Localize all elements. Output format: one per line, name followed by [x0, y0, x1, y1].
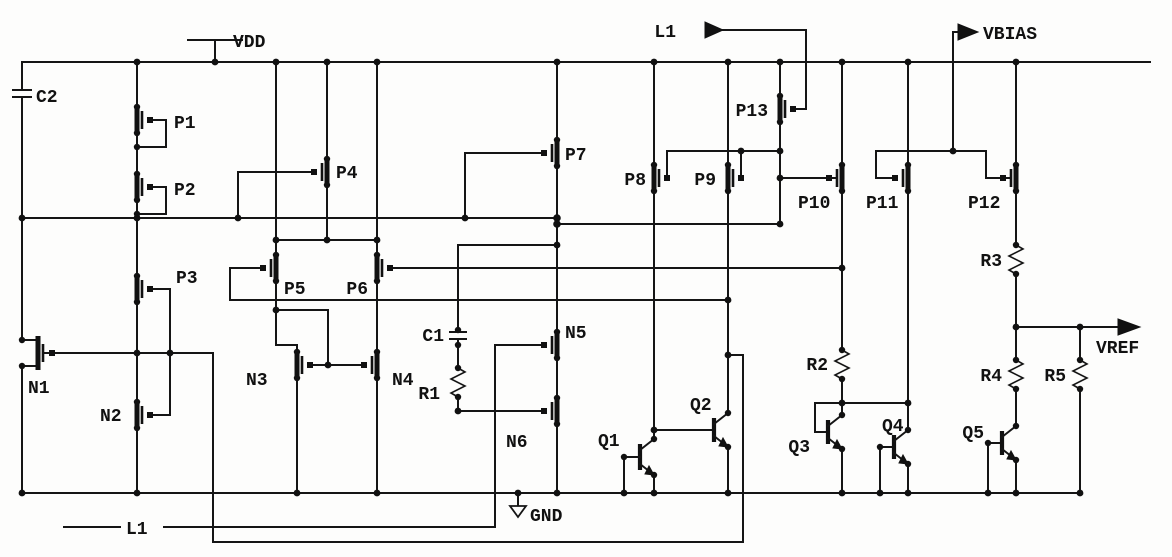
gnd-label: GND	[530, 507, 563, 527]
q3-label: Q3	[788, 438, 810, 458]
junction-dots	[18, 58, 1084, 497]
r4-label: R4	[980, 367, 1002, 387]
power-rails	[21, 39, 1151, 507]
vref-arrow-icon	[1117, 318, 1142, 336]
p12-label: P12	[968, 194, 1000, 214]
ground-symbol-icon	[508, 505, 528, 519]
p13-label: P13	[736, 102, 768, 122]
q4-label: Q4	[882, 417, 904, 437]
n3-label: N3	[246, 371, 268, 391]
p11-label: P11	[866, 194, 899, 214]
vbias-label: VBIAS	[983, 25, 1037, 45]
p1-label: P1	[174, 114, 196, 134]
l1-bottom-label: L1	[126, 520, 148, 540]
n1-label: N1	[28, 379, 50, 399]
vref-label: VREF	[1096, 339, 1139, 359]
p5-label: P5	[284, 280, 306, 300]
q2-label: Q2	[690, 396, 712, 416]
n2-label: N2	[100, 407, 122, 427]
c2-label: C2	[36, 88, 58, 108]
r3-label: R3	[980, 252, 1002, 272]
p10-label: P10	[798, 194, 830, 214]
c1-label: C1	[422, 327, 444, 347]
mosfet-gate-bars	[41, 100, 1013, 424]
p9-label: P9	[694, 171, 716, 191]
l1-top-label: L1	[654, 23, 676, 43]
mosfet-channel-bars	[35, 96, 1019, 428]
r5-label: R5	[1044, 367, 1066, 387]
l1-flag-icon	[704, 21, 725, 39]
n4-label: N4	[392, 371, 414, 391]
p4-label: P4	[336, 164, 358, 184]
bjt-symbols	[623, 411, 1018, 494]
n6-label: N6	[506, 433, 528, 453]
vbias-arrow-icon	[957, 23, 980, 41]
r2-label: R2	[806, 356, 828, 376]
q1-label: Q1	[598, 432, 620, 452]
vdd-label: VDD	[233, 33, 266, 53]
gate-pads	[49, 106, 1006, 418]
p3-label: P3	[176, 269, 198, 289]
p6-label: P6	[346, 280, 368, 300]
labels: VDD GND VBIAS VREF L1 L1 C2 C1 R1 R2 R3 …	[28, 23, 1139, 540]
p2-label: P2	[174, 181, 196, 201]
q5-label: Q5	[962, 424, 984, 444]
p8-label: P8	[624, 171, 646, 191]
p7-label: P7	[565, 146, 587, 166]
n5-label: N5	[565, 324, 587, 344]
r1-label: R1	[418, 385, 440, 405]
